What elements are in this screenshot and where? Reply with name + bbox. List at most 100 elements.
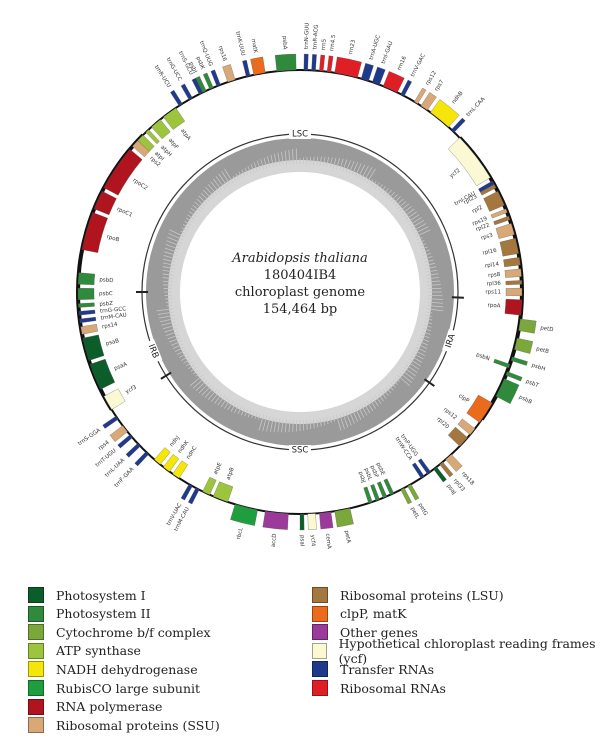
gc-tick (162, 266, 175, 270)
gc-tick (422, 327, 431, 332)
gc-tick (425, 318, 433, 321)
gene-label: ycf2 (449, 168, 462, 180)
gc-tick (387, 191, 395, 200)
gene-label: psbI (187, 61, 198, 74)
gc-tick (407, 361, 420, 370)
legend-swatch (28, 680, 44, 696)
gc-tick (250, 163, 255, 173)
gene-label: rrn5 (321, 38, 328, 50)
gc-tick (254, 412, 258, 419)
gene-label: rbcL (236, 526, 245, 540)
gene-psbL (370, 484, 380, 501)
gene-rps18 (445, 454, 463, 472)
gc-tick (201, 384, 213, 396)
legend-item-atp: ATP synthase (28, 642, 141, 660)
gene-label: petL (409, 506, 420, 520)
gc-tick (166, 304, 173, 307)
gene-label: rps3 (480, 232, 494, 241)
gc-tick (419, 337, 429, 342)
gc-tick (332, 415, 336, 422)
gene-rps12 (457, 418, 476, 435)
gc-tick (427, 276, 440, 280)
gc-tick (288, 149, 291, 165)
gc-tick (354, 407, 362, 420)
gc-tick (377, 184, 383, 191)
gc-tick (163, 255, 177, 260)
gene-accD (262, 511, 289, 530)
gc-tick (345, 411, 352, 426)
gene-label: rps12 (442, 407, 458, 421)
legend-label: Other genes (340, 624, 418, 640)
gc-tick (426, 308, 444, 312)
gc-tick (169, 229, 185, 238)
gene-label: trnA-UGC (369, 34, 382, 60)
gene-label: atpB (226, 467, 236, 481)
gene-label: trnI-GAU (381, 41, 395, 65)
gene-psbB (495, 378, 520, 404)
gc-tick (181, 227, 188, 232)
gene-trnV-GAC (400, 79, 412, 97)
legend-item-ps1: Photosystem I (28, 586, 146, 604)
gene-label: petB (535, 346, 549, 355)
gene-psbN (493, 358, 511, 369)
gc-tick (258, 413, 261, 420)
gc-tick (416, 237, 423, 241)
gene-rps14 (80, 324, 98, 335)
legend-swatch (28, 605, 44, 622)
legend-label: Ribosomal RNAs (340, 680, 446, 696)
gene-rpl20 (447, 426, 468, 447)
gc-tick (232, 175, 237, 182)
gene-rpl33 (439, 461, 454, 478)
gene-label: petG (417, 502, 429, 517)
gc-tick (329, 157, 333, 168)
gc-tick (182, 224, 190, 229)
gc-tick (162, 324, 177, 330)
gene-label: petA (343, 530, 351, 544)
gene-rps4 (109, 425, 128, 442)
gc-tick (351, 408, 359, 422)
gc-tick (188, 364, 195, 370)
gene-ndhB (430, 99, 460, 128)
region-label-bg (289, 129, 311, 139)
gc-tick (316, 418, 319, 428)
legend-swatch (28, 717, 44, 734)
gene-psaJ (433, 466, 447, 483)
gene-trnV-UAC (180, 484, 193, 501)
gene-trnS-GCU (191, 77, 203, 95)
gene-label: rps8 (488, 272, 501, 279)
gc-tick (427, 304, 444, 308)
gc-tick (326, 417, 329, 425)
gc-tick (277, 418, 281, 433)
gc-tick (401, 206, 412, 215)
gc-tick (284, 150, 288, 165)
gene-atpE (202, 476, 217, 496)
gc-tick (339, 413, 345, 430)
gc-tick (426, 269, 438, 273)
gc-tick (420, 246, 428, 250)
gene-cemA (319, 511, 334, 530)
gene-clpP (466, 394, 493, 423)
gc-tick (335, 414, 342, 431)
gc-tick (230, 402, 237, 412)
gene-label: psbC (99, 291, 113, 297)
gene-label: ycf3 (125, 384, 139, 395)
gc-tick (198, 382, 210, 394)
gene-label: ndhC (186, 445, 199, 460)
legend-item-rps: Ribosomal proteins (SSU) (28, 716, 220, 734)
legend-swatch (28, 698, 44, 715)
region-label-bg (144, 339, 163, 364)
gene-label: accD (271, 533, 278, 547)
gene-label: rps19 (472, 216, 489, 227)
gc-tick (382, 389, 389, 397)
gc-tick (161, 321, 176, 326)
gene-trnI-CAU (478, 180, 495, 193)
gene-label: psbZ (99, 301, 113, 308)
gc-tick (351, 162, 359, 176)
gc-tick (394, 377, 400, 382)
legend-item-rpl: Ribosomal proteins (LSU) (312, 586, 504, 604)
gene-label: trnV-GAC (410, 53, 427, 78)
gc-tick (322, 156, 326, 167)
region-label-bg (289, 445, 311, 455)
gc-tick (164, 251, 178, 257)
